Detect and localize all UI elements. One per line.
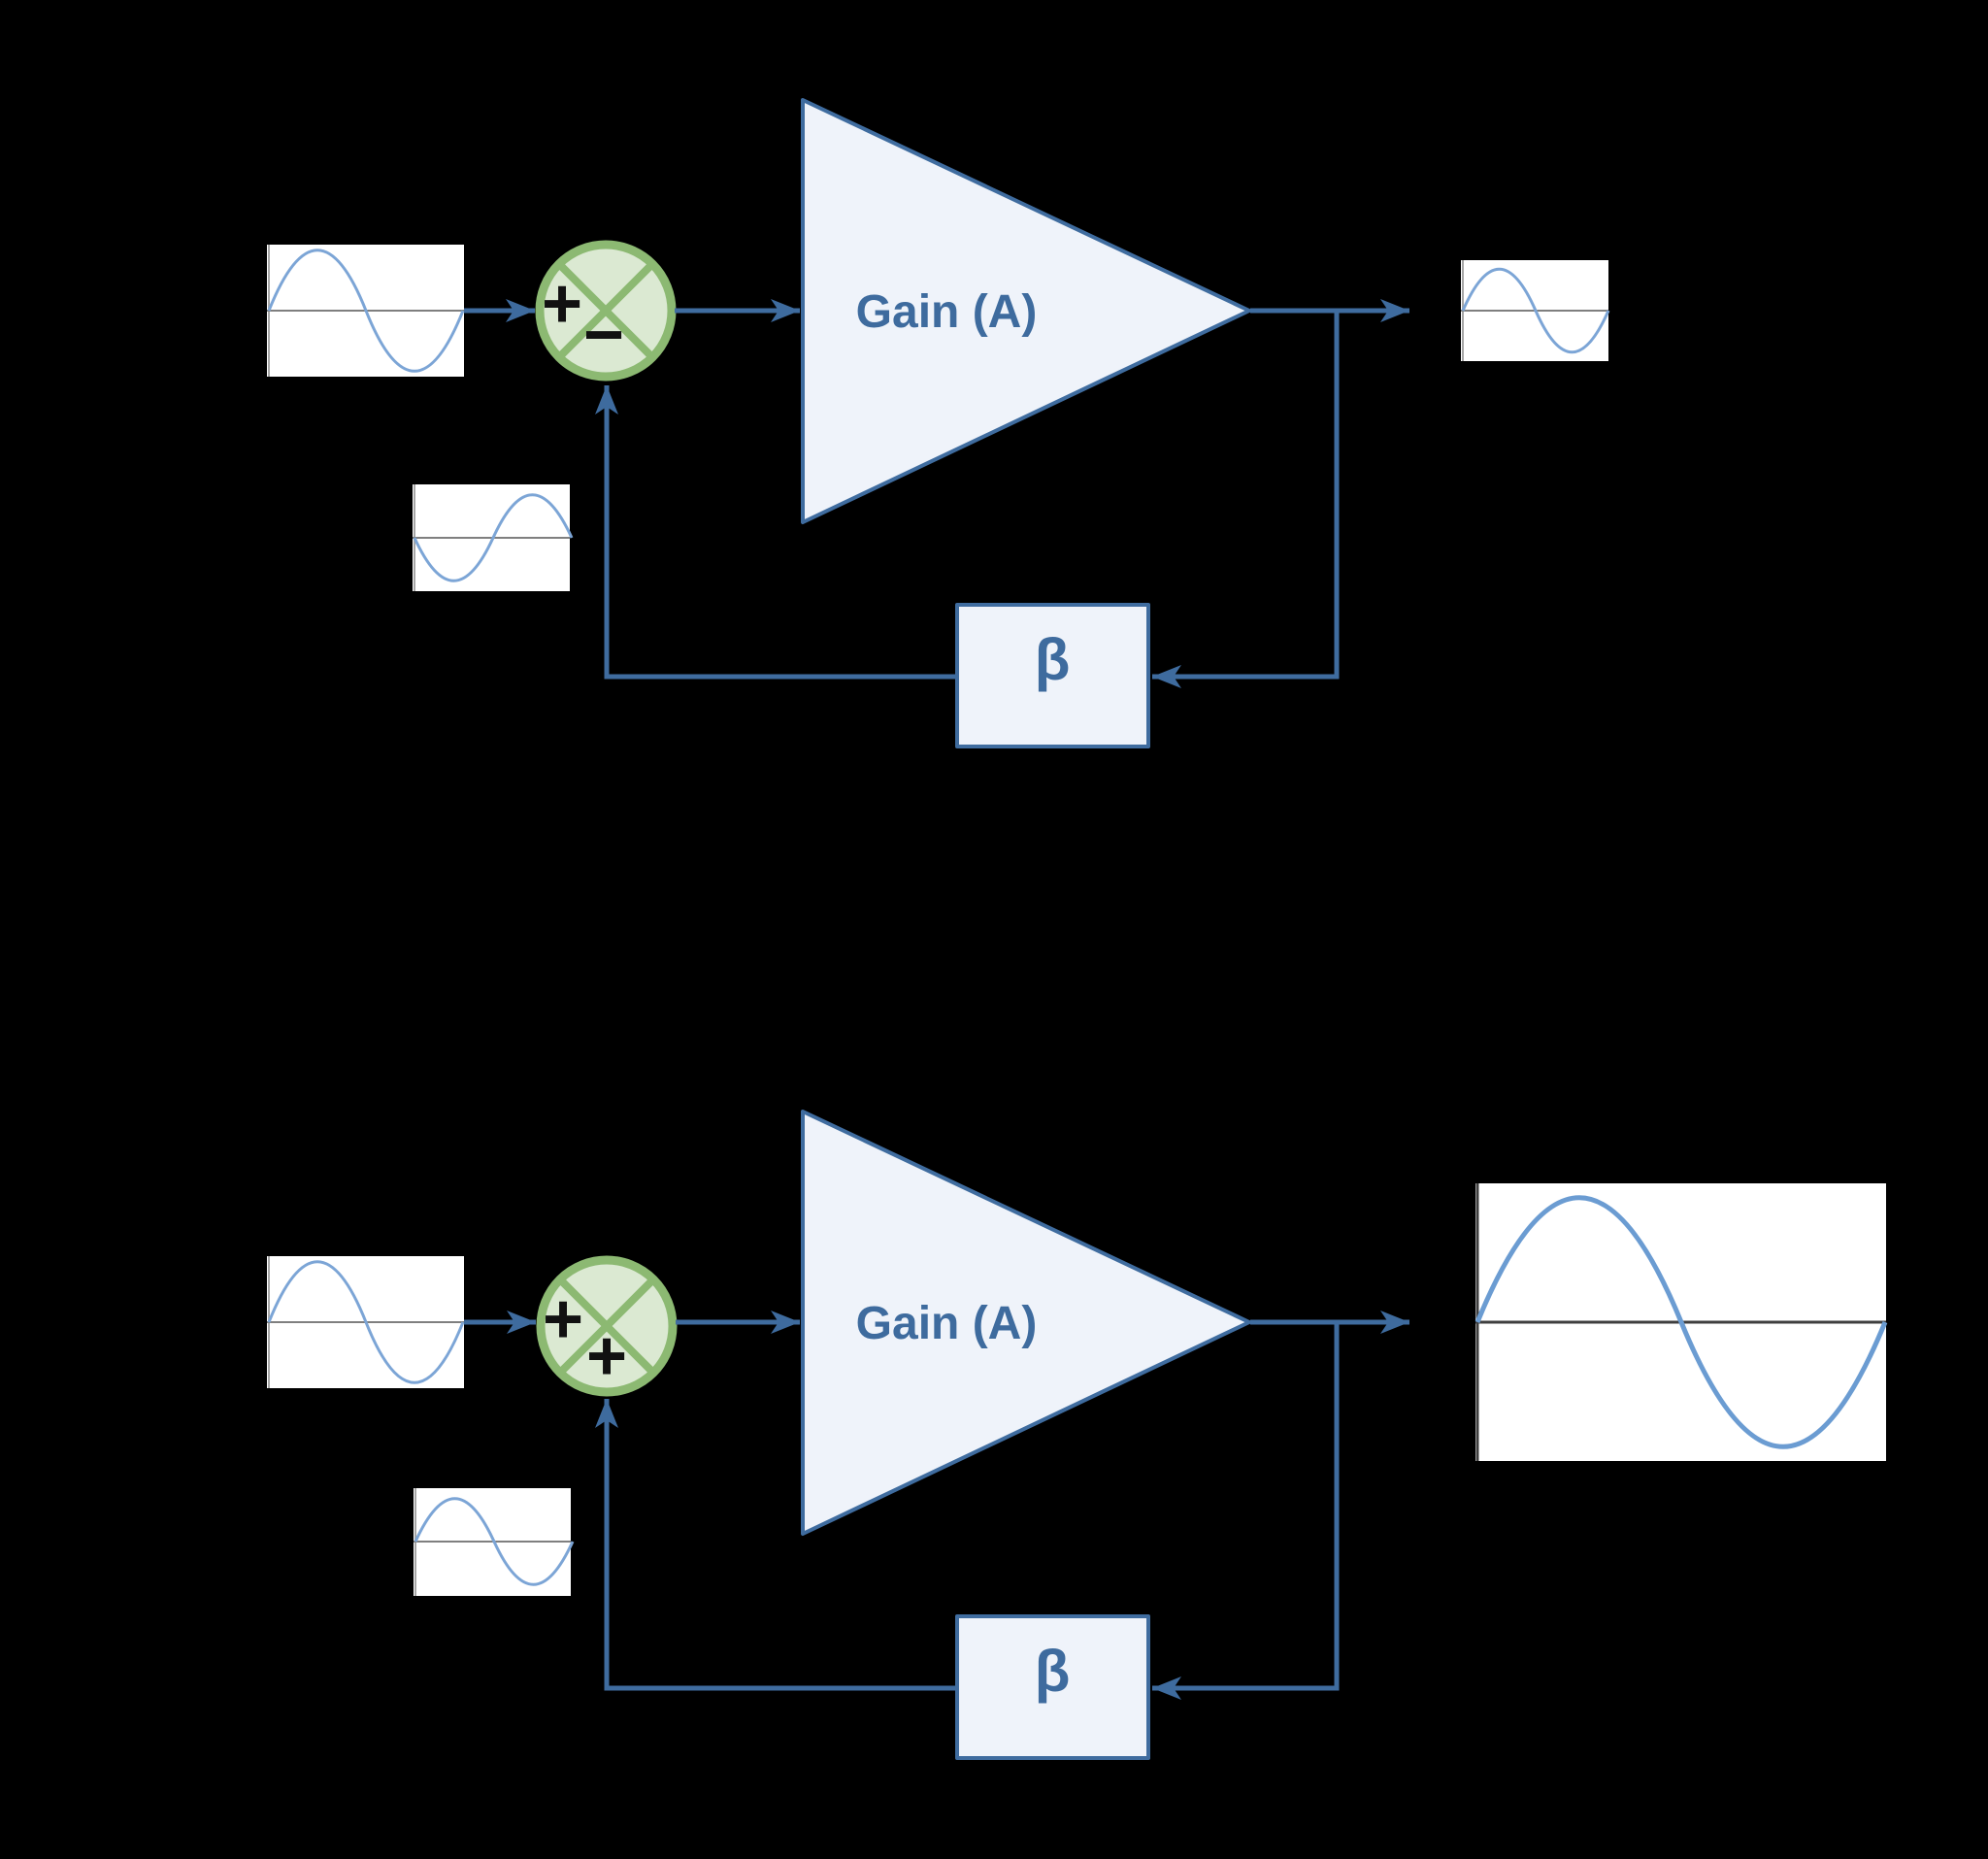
feedback-sine-icon (413, 493, 574, 582)
input-sine-icon (267, 1260, 465, 1384)
beta-block (955, 603, 1150, 748)
input-waveform-box (267, 245, 465, 377)
junction-input-sign: + (542, 265, 582, 343)
output-waveform-box (1474, 1183, 1888, 1461)
gain-label: Gain (A) (856, 286, 1038, 338)
gain-label: Gain (A) (856, 1298, 1038, 1349)
summing-junction: + + (536, 1255, 678, 1397)
output-sine-icon (1474, 1195, 1888, 1449)
feedback-waveform-box (414, 1488, 575, 1596)
summing-junction: + − (535, 240, 677, 382)
input-waveform-box (267, 1256, 465, 1388)
junction-cross-icon (556, 1276, 657, 1377)
junction-feedback-sign: + (586, 1317, 627, 1395)
negative-feedback-diagram: + − Gain (A) β (267, 98, 1610, 748)
beta-label: β (1035, 1639, 1071, 1704)
feedback-return-arrow (595, 385, 957, 680)
output-to-feedback-line (1152, 1322, 1340, 1700)
output-waveform-box (1461, 260, 1610, 361)
amplifier-triangle (801, 1110, 1251, 1536)
feedback-return-arrow (595, 1399, 957, 1691)
beta-label: β (1035, 627, 1071, 692)
output-to-feedback-line (1152, 311, 1340, 688)
output-sine-icon (1461, 268, 1610, 353)
junction-input-sign: + (543, 1280, 583, 1358)
input-sine-icon (267, 249, 465, 373)
junction-feedback-sign: − (583, 296, 624, 374)
junction-cross-icon (555, 260, 656, 361)
beta-block (955, 1614, 1150, 1760)
positive-feedback-diagram: + + Gain (A) β (267, 1110, 1888, 1760)
feedback-sine-icon (414, 1497, 575, 1586)
amplifier-triangle (801, 98, 1251, 524)
feedback-waveform-box (413, 484, 574, 591)
